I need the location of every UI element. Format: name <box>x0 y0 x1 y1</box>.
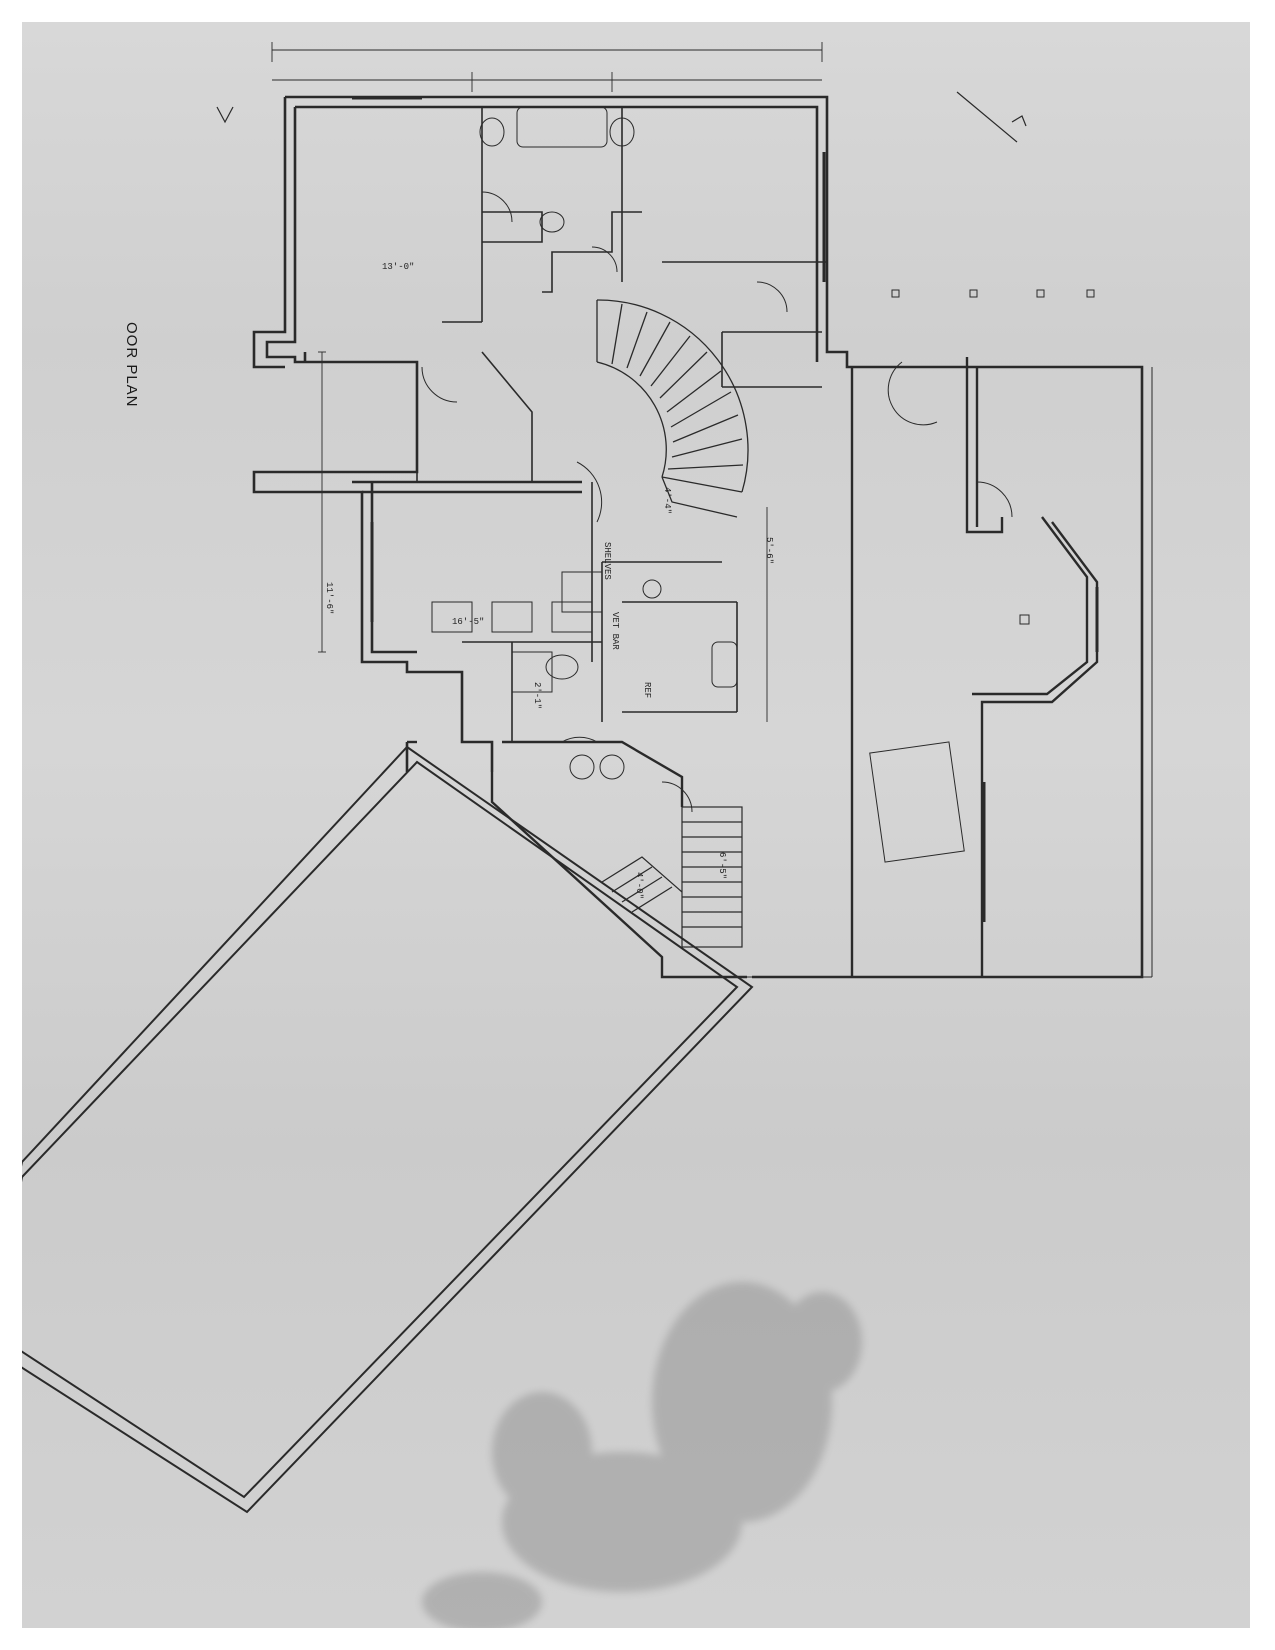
dimension-label: 4'-4" <box>662 487 672 515</box>
curved-staircase <box>596 299 749 518</box>
room-label: REF <box>642 682 652 699</box>
porch-outline <box>742 367 1153 978</box>
scanned-sheet: OOR PLAN 13'-0" 11'-6" 16'-5" 4'-4" 5'-6… <box>22 22 1250 1628</box>
dimension-label: 16'-5" <box>452 617 485 627</box>
dimension-label: 4'-0" <box>634 872 644 900</box>
right-wing-walls <box>850 357 1099 977</box>
floor-plan-drawing <box>22 42 1153 1628</box>
bathroom-fixtures <box>479 106 635 780</box>
diagonal-walls <box>407 740 747 979</box>
dimension-label: 2'-1" <box>532 682 542 710</box>
kitchen-fixtures <box>431 571 738 688</box>
drawing-title: OOR PLAN <box>123 322 140 408</box>
straight-staircase <box>601 806 743 948</box>
dimension-label: 6'-5" <box>717 852 727 880</box>
exterior-walls <box>252 95 1144 979</box>
door-swings <box>421 191 1013 813</box>
top-dimension-line <box>271 42 823 722</box>
window-marks <box>352 96 1099 922</box>
garage-outline <box>22 745 754 1514</box>
scribble-mark <box>216 91 1027 143</box>
smudge-marks <box>422 1282 862 1628</box>
column-markers <box>891 289 1095 625</box>
dimension-label: 13'-0" <box>382 262 415 272</box>
interior-walls <box>416 107 827 742</box>
dimension-label: 11'-6" <box>324 582 334 615</box>
room-label: SHELVES <box>602 542 612 580</box>
room-label: VET BAR <box>610 612 620 650</box>
dimension-label: 5'-6" <box>764 537 774 565</box>
